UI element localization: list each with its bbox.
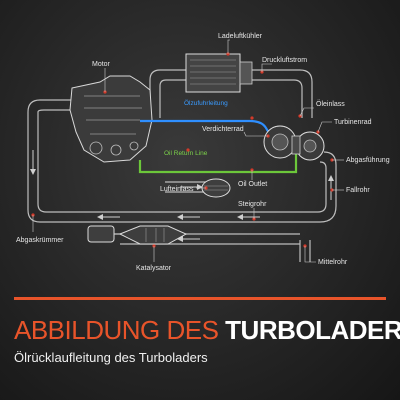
label-steigrohr: Steigrohr	[238, 201, 267, 208]
oil-return-line	[138, 150, 298, 174]
marker-dot	[186, 148, 190, 152]
label-mittelrohr: Mittelrohr	[318, 259, 348, 266]
label-turbinenrad: Turbinenrad	[334, 119, 372, 126]
leader-lines	[32, 39, 344, 263]
engine-block	[69, 75, 153, 163]
page-title: ABBILDUNG DES TURBOLADERS	[14, 316, 400, 344]
turbocharger-diagram: Ladeluftkühler Motor Druckluftstrom Ölzu…	[16, 33, 390, 272]
intercooler	[185, 53, 253, 93]
label-ladeluftkuehler: Ladeluftkühler	[218, 33, 263, 40]
label-oeleinlass: Öleinlass	[316, 100, 345, 108]
accent-divider	[14, 297, 386, 300]
turbocharger	[263, 125, 325, 161]
catalytic-converter	[118, 225, 188, 245]
page-subtitle: Ölrücklaufleitung des Turboladers	[14, 350, 208, 365]
marker-dot	[250, 116, 254, 120]
label-lufteinlass: Lufteinlass	[160, 186, 194, 193]
label-fallrohr: Fallrohr	[346, 187, 370, 194]
label-katalysator: Katalysator	[136, 265, 172, 272]
label-verdichterrad: Verdichterrad	[202, 126, 244, 133]
muffler	[87, 225, 122, 243]
label-oelzufuhrleitung: Ölzufuhrleitung	[184, 99, 228, 107]
label-motor: Motor	[92, 61, 111, 68]
label-oil-outlet: Oil Outlet	[238, 181, 267, 188]
label-abgasfuehrung: Abgasführung	[346, 157, 390, 164]
title-part-2: TURBOLADERS	[225, 315, 400, 345]
label-oil-return-line: Oil Return Line	[164, 150, 208, 157]
title-part-1: ABBILDUNG DES	[14, 315, 226, 345]
label-druckluftstrom: Druckluftstrom	[262, 57, 307, 64]
oil-supply-line	[140, 119, 273, 139]
label-abgaskruemmer: Abgaskrümmer	[16, 237, 64, 244]
